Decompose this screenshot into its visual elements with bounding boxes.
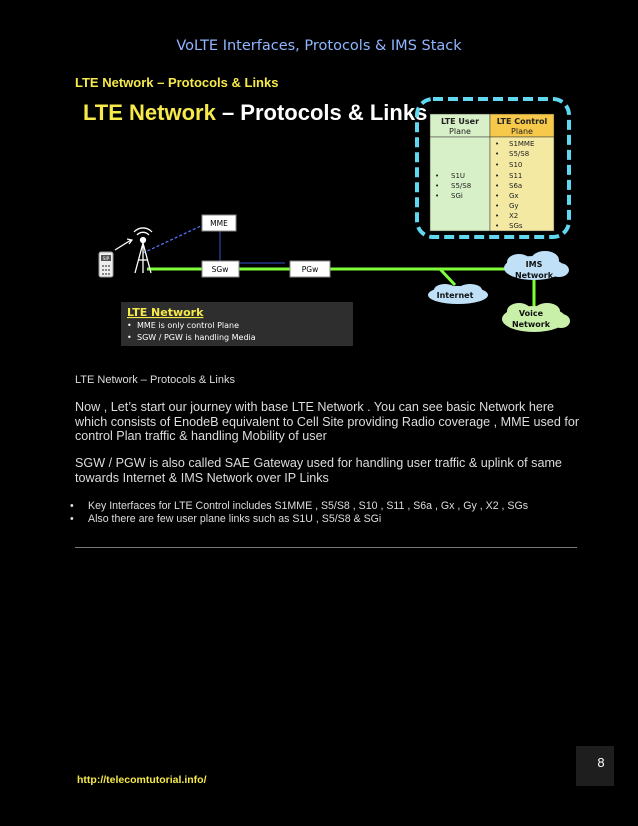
lte-network-legend — [121, 302, 353, 346]
control-plane-item: X2 — [509, 212, 518, 220]
ims-label-1: IMS — [526, 260, 543, 269]
paragraph: SGW / PGW is also called SAE Gateway use… — [75, 456, 562, 485]
signal-arrow-icon — [114, 238, 134, 251]
s1mme-link — [142, 224, 204, 254]
svg-text:•: • — [495, 212, 499, 220]
svg-text:•: • — [495, 222, 499, 230]
svg-text:•: • — [495, 182, 499, 190]
user-plane-item: S1U — [451, 172, 465, 180]
sgw-node — [201, 260, 240, 278]
internet-link — [438, 267, 457, 287]
legend-item: MME is only control Plane — [137, 321, 239, 330]
voice-label-1: Voice — [519, 309, 544, 318]
control-plane-header-2: Plane — [511, 127, 533, 136]
control-plane-item: S5/S8 — [509, 150, 529, 158]
svg-text:•: • — [495, 192, 499, 200]
bullet-list: Key Interfaces for LTE Control includes … — [68, 500, 588, 526]
pgw-node — [289, 260, 331, 278]
paragraph: Now , Let’s start our journey with base … — [75, 400, 580, 443]
legend-title: LTE Network — [127, 306, 204, 319]
cell-tower-icon — [133, 227, 153, 274]
svg-text:•: • — [435, 172, 439, 180]
interfaces-table-frame — [415, 97, 571, 239]
user-plane-header-1: LTE User — [441, 117, 479, 126]
mme-node — [201, 214, 237, 232]
control-plane-header-1: LTE Control — [497, 117, 548, 126]
control-plane-item: SGs — [509, 222, 523, 230]
voice-label-2: Network — [512, 320, 551, 329]
control-plane-item: S1MME — [509, 140, 534, 148]
sgw-label: SGw — [212, 265, 229, 274]
list-item: Also there are few user plane links such… — [68, 513, 588, 526]
user-plane-header-2: Plane — [449, 127, 471, 136]
user-plane-item: S5/S8 — [451, 182, 471, 190]
svg-text:•: • — [495, 161, 499, 169]
figure-caption: LTE Network – Protocols & Links — [75, 374, 235, 386]
voice-cloud — [502, 303, 570, 332]
pgw-label: PGw — [302, 265, 318, 274]
footer-url[interactable]: http://telecomtutorial.info/ — [77, 774, 207, 786]
sip-label: SIP — [103, 256, 110, 261]
control-plane-item: S10 — [509, 161, 522, 169]
svg-text:•: • — [495, 140, 499, 148]
svg-text:•: • — [495, 202, 499, 210]
page-number-box — [576, 746, 614, 786]
control-plane-item: Gx — [509, 192, 519, 200]
svg-text:•: • — [127, 321, 132, 330]
svg-text:•: • — [435, 192, 439, 200]
svg-text:•: • — [435, 182, 439, 190]
internet-cloud — [428, 284, 488, 304]
page-header-title: VoLTE Interfaces, Protocols & IMS Stack — [176, 38, 462, 54]
svg-text:•: • — [127, 333, 132, 342]
control-plane-item: S11 — [509, 172, 522, 180]
ims-cloud — [504, 251, 569, 280]
lte-network-diagram: LTE Network – Protocols & Links LTE User… — [83, 97, 571, 346]
page-number: 8 — [597, 755, 605, 770]
control-plane-item: Gy — [509, 202, 519, 210]
list-item: Key Interfaces for LTE Control includes … — [68, 500, 588, 513]
internet-label: Internet — [437, 291, 474, 300]
diagram-title: LTE Network – Protocols & Links — [83, 100, 427, 125]
user-plane-list: • S1U • S5/S8 • SGi — [435, 172, 471, 200]
control-plane-item: S6a — [509, 182, 522, 190]
svg-text:•: • — [495, 150, 499, 158]
control-plane-list: • S1MME • S5/S8 • S10 • S11 • S6a • Gx • Gy • X2… — [495, 140, 534, 230]
mobile-phone-icon: SIP — [98, 251, 114, 278]
divider — [75, 547, 577, 548]
user-plane-item: SGi — [451, 192, 463, 200]
legend-item: SGW / PGW is handling Media — [137, 333, 256, 342]
ims-label-2: Network — [515, 271, 554, 280]
svg-text:•: • — [495, 172, 499, 180]
mme-label: MME — [210, 219, 228, 228]
section-title: LTE Network – Protocols & Links — [75, 75, 279, 90]
